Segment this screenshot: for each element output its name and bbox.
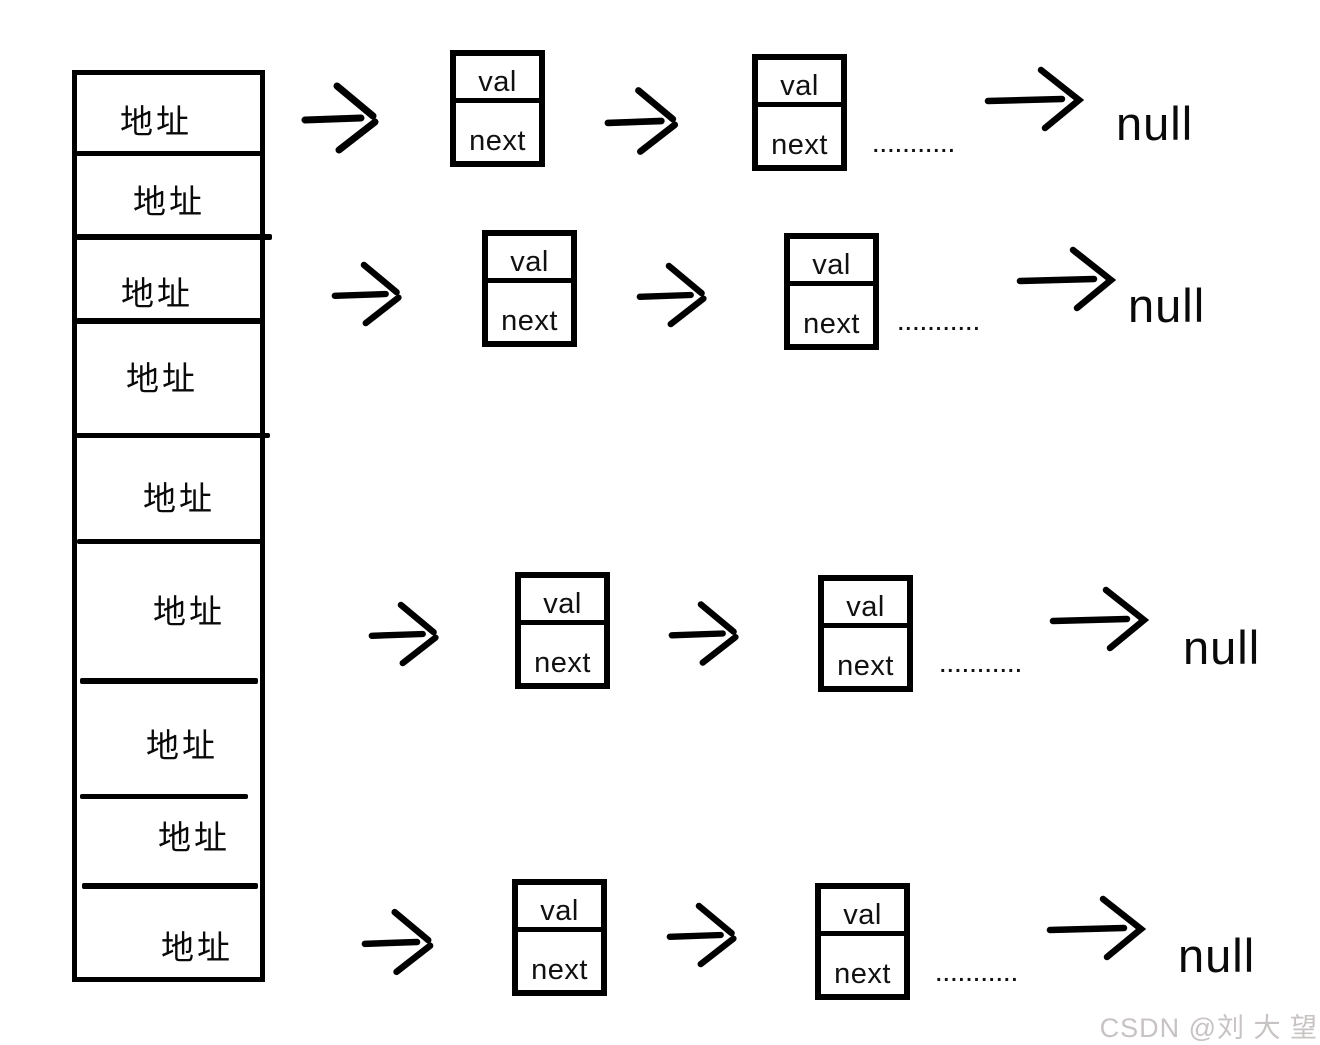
array-cell-label: 地址 (161, 929, 233, 966)
ellipsis-dots: ........... (940, 655, 1024, 677)
array-divider (77, 539, 262, 544)
node-val-cell: val (821, 889, 904, 936)
node-next-label: next (534, 647, 591, 679)
node-val-cell: val (456, 56, 539, 103)
array-cell-label: 地址 (126, 360, 198, 397)
list-node: val next (482, 230, 577, 347)
list-node: val next (450, 50, 545, 167)
array-divider (80, 678, 258, 684)
arrow-icon (301, 82, 379, 154)
node-next-label: next (469, 125, 526, 157)
arrow-icon (636, 262, 707, 328)
null-label: null (1183, 621, 1261, 674)
list-node: val next (818, 575, 913, 692)
arrow-icon (668, 601, 739, 666)
watermark: CSDN @刘 大 望 (1099, 1013, 1318, 1043)
array-divider (76, 433, 270, 438)
node-val-label: val (510, 246, 549, 278)
ellipsis-dots: ........... (873, 135, 957, 157)
array-divider (82, 883, 258, 889)
array-divider (76, 318, 264, 324)
array-divider (80, 794, 248, 799)
arrow-icon (368, 601, 439, 667)
node-next-cell: next (518, 932, 601, 990)
arrow-icon (361, 908, 434, 976)
list-node: val next (515, 572, 610, 689)
array-cell-label: 地址 (146, 727, 218, 764)
node-next-cell: next (790, 286, 873, 344)
array-divider (76, 151, 262, 156)
node-val-cell: val (488, 236, 571, 283)
array-cell-label: 地址 (121, 275, 193, 312)
list-node: val next (784, 233, 879, 350)
list-node: val next (752, 54, 847, 171)
null-label: null (1178, 929, 1256, 982)
array-cell-label: 地址 (133, 183, 205, 220)
node-next-label: next (771, 129, 828, 161)
node-val-label: val (540, 895, 579, 927)
node-next-cell: next (521, 625, 604, 683)
node-next-label: next (837, 650, 894, 682)
node-val-cell: val (790, 239, 873, 286)
node-val-label: val (780, 70, 819, 102)
node-next-cell: next (488, 283, 571, 341)
node-next-cell: next (824, 628, 907, 686)
node-next-cell: next (758, 107, 841, 165)
node-val-label: val (843, 899, 882, 931)
arrow-icon (666, 902, 737, 968)
node-val-cell: val (518, 885, 601, 932)
list-node: val next (512, 879, 607, 996)
ellipsis-dots: ........... (936, 964, 1020, 986)
node-next-label: next (834, 958, 891, 990)
array-cell-label: 地址 (153, 593, 225, 630)
arrow-icon (984, 66, 1085, 132)
node-val-label: val (812, 249, 851, 281)
array-cell-label: 地址 (143, 480, 215, 517)
node-val-label: val (478, 66, 517, 98)
node-val-label: val (846, 591, 885, 623)
arrow-icon (331, 261, 402, 327)
arrow-icon (1046, 895, 1147, 961)
hash-bucket-array (72, 70, 265, 982)
arrow-icon (1049, 586, 1150, 652)
node-val-cell: val (824, 581, 907, 628)
node-next-label: next (803, 308, 860, 340)
array-divider (76, 234, 272, 240)
arrow-icon (604, 87, 679, 155)
array-cell-label: 地址 (120, 103, 192, 140)
list-node: val next (815, 883, 910, 1000)
null-label: null (1128, 279, 1206, 332)
node-next-label: next (531, 954, 588, 986)
null-label: null (1116, 97, 1194, 150)
node-val-cell: val (758, 60, 841, 107)
node-next-cell: next (456, 103, 539, 161)
ellipsis-dots: ........... (898, 313, 982, 335)
node-next-cell: next (821, 936, 904, 994)
node-val-cell: val (521, 578, 604, 625)
arrow-icon (1016, 246, 1117, 312)
node-val-label: val (543, 588, 582, 620)
node-next-label: next (501, 305, 558, 337)
array-cell-label: 地址 (158, 819, 230, 856)
